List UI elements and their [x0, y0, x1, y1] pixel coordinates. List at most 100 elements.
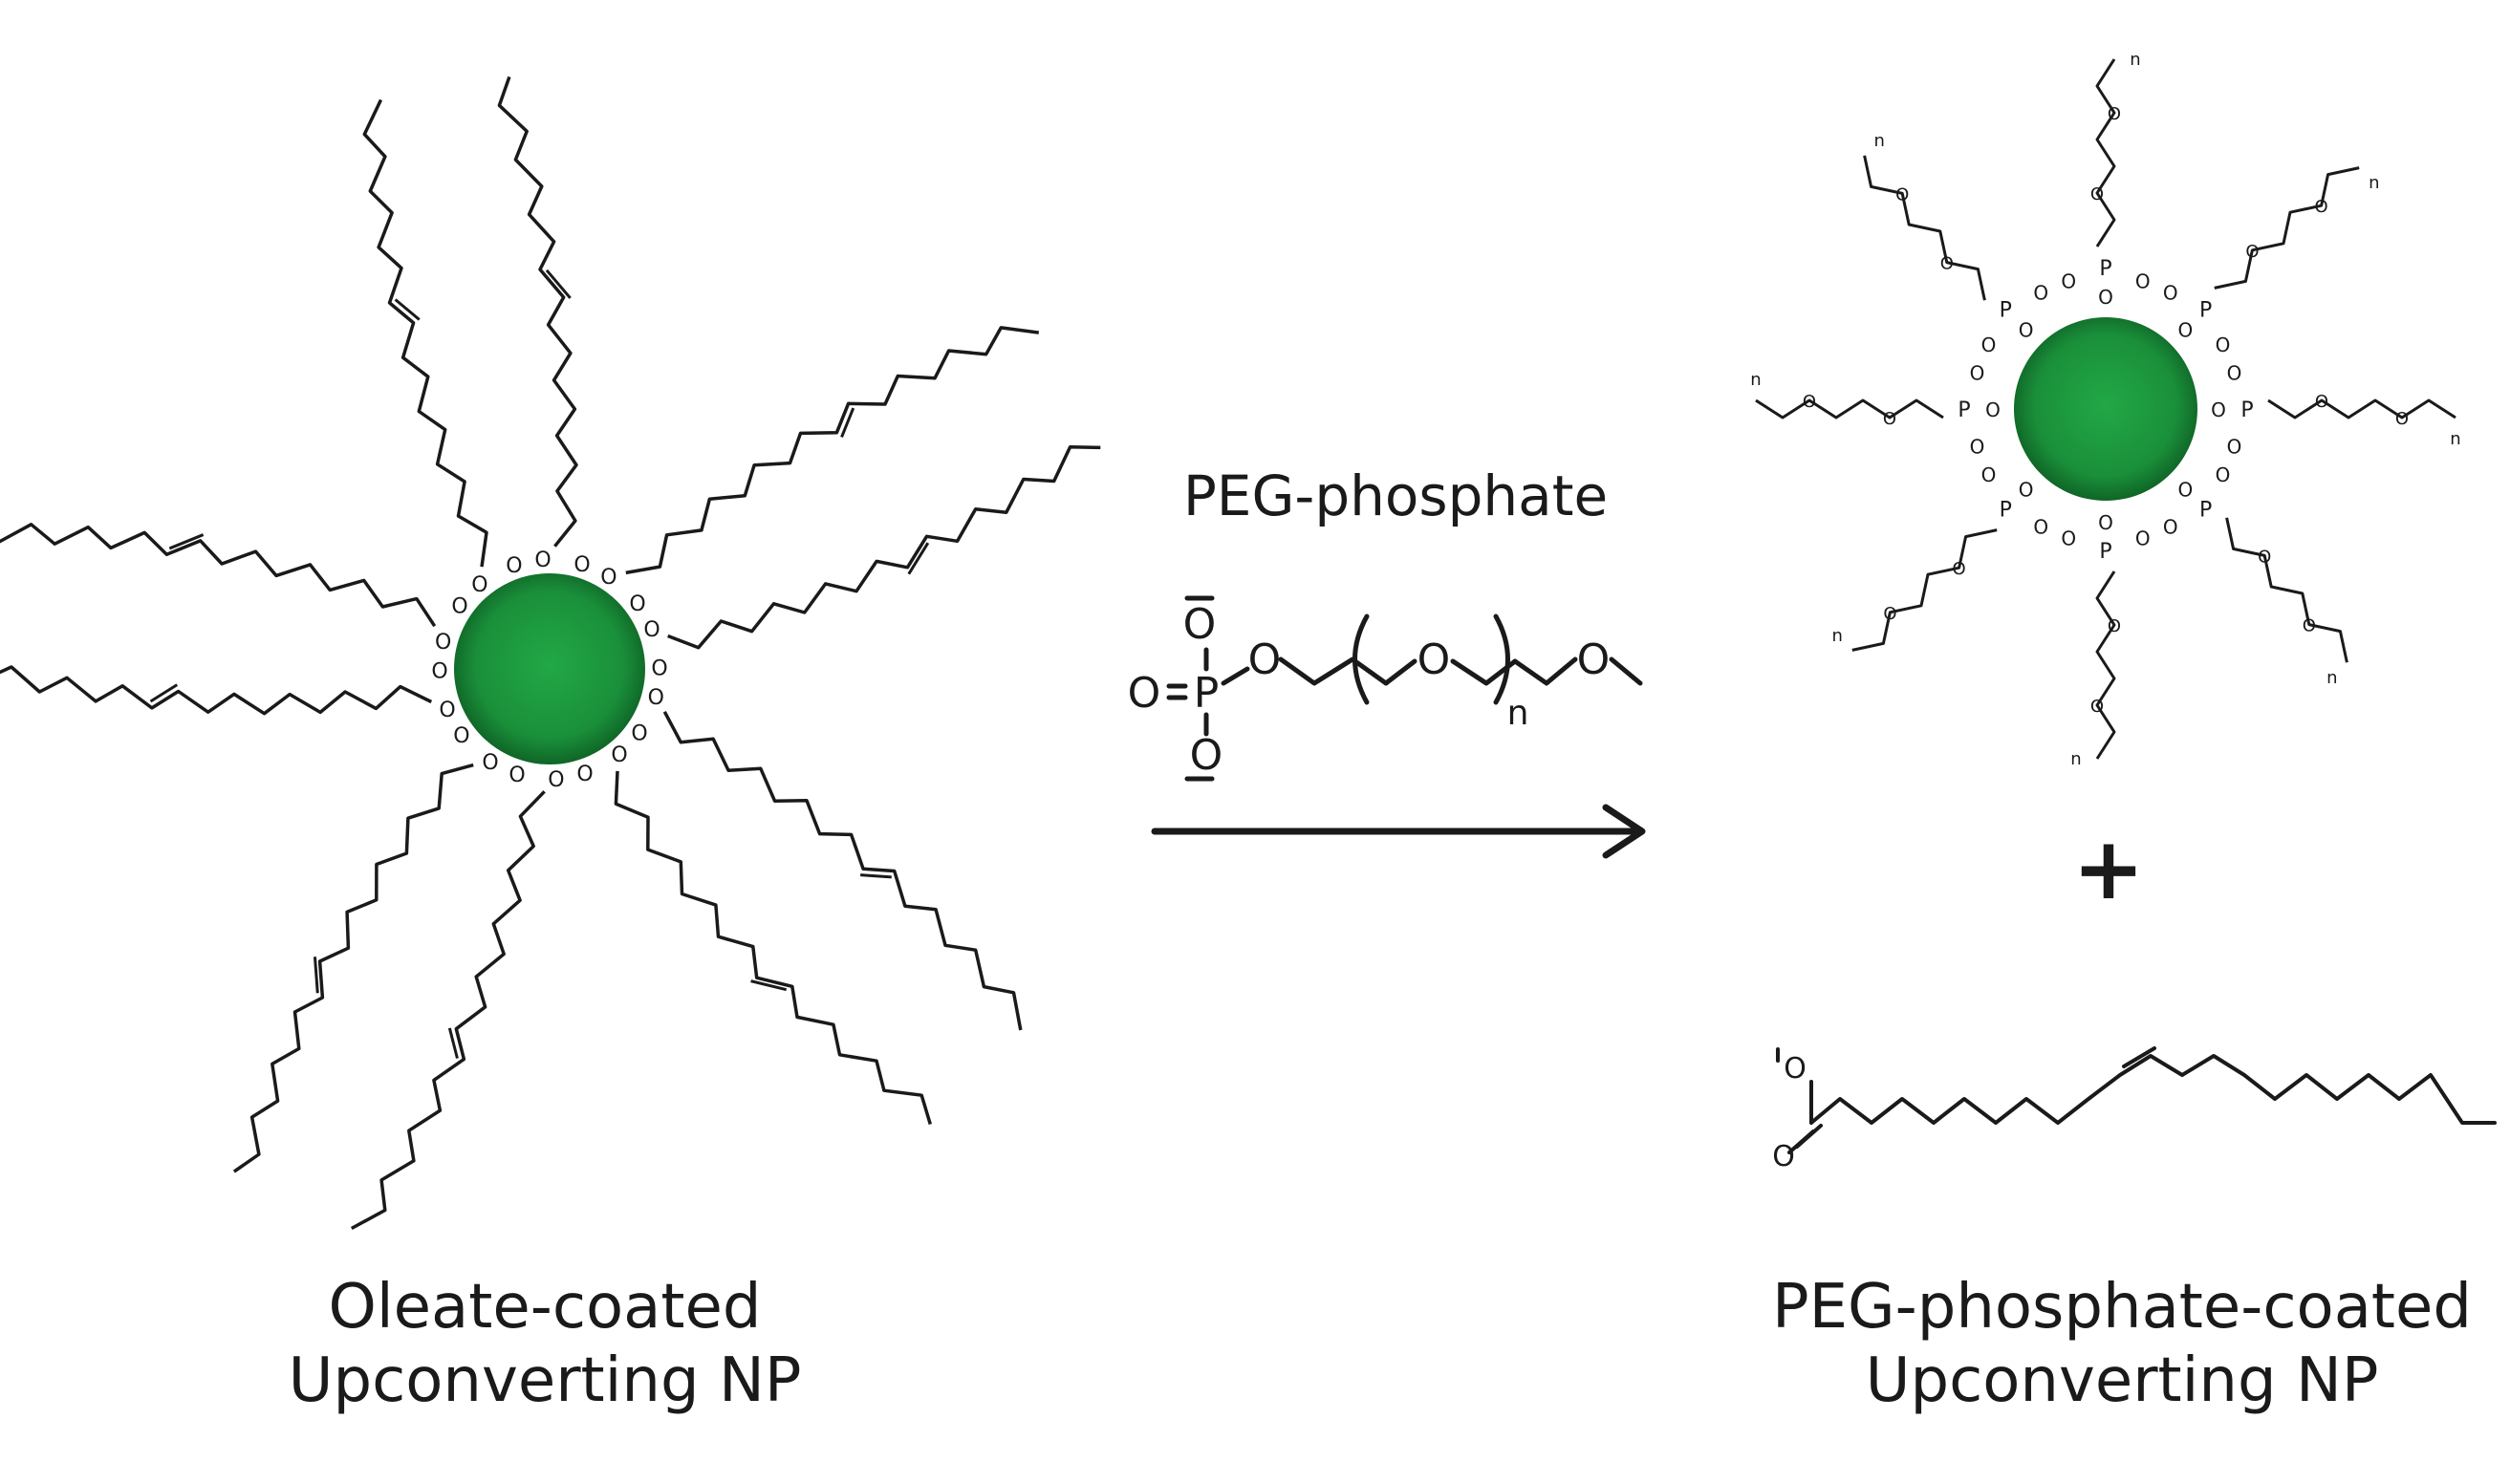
ether-oxygen: O: [2090, 697, 2104, 717]
phosphate-phosphorus: P: [2000, 499, 2012, 523]
carboxylate-oxygen: O: [534, 548, 551, 572]
carboxylate-oxygen: O: [629, 592, 645, 616]
peg-chain: [2095, 58, 2116, 247]
phosphate-oxygen: O: [2227, 361, 2242, 384]
phosphate-oxygen: O: [2163, 516, 2178, 539]
ether-oxygen: O: [2108, 104, 2121, 124]
oleate-chain: [667, 445, 1101, 650]
reagent-name: PEG-phosphate: [1182, 463, 1609, 528]
ether-oxygen: O: [2090, 184, 2104, 204]
left-caption-line2: Upconverting NP: [288, 1344, 802, 1416]
phosphate-oxygen: O: [1981, 463, 1997, 486]
repeat-index-n: n: [1507, 694, 1529, 733]
carboxylate-oxygen: O: [548, 768, 564, 792]
oleate-chain: [625, 326, 1040, 575]
oleate-chain: [362, 98, 488, 568]
repeat-index: n: [2130, 50, 2140, 70]
carboxylate-oxygen: O: [600, 566, 617, 590]
phosphate-oxygen: O: [2033, 516, 2048, 539]
ether-oxygen: O: [2315, 197, 2328, 217]
carboxylate-oxygen: O: [439, 699, 455, 722]
peg-chain: [2095, 570, 2116, 760]
repeat-index: n: [1873, 131, 1884, 151]
phosphate-oxygen: O: [2178, 319, 2194, 342]
oleate-chain: [497, 75, 578, 548]
carboxylate-oxygen: O: [471, 573, 487, 597]
carboxylate-oxygen: O: [453, 724, 469, 748]
oleate-chain: [232, 763, 474, 1173]
carboxylate-oxygen: O: [508, 764, 525, 787]
carboxylate-oxygen: O: [643, 618, 660, 642]
cis-double-bond: [447, 1027, 459, 1059]
oleate-chain: [0, 523, 437, 628]
phosphate-phosphorus: P: [2099, 257, 2111, 281]
phosphate-oxygen: O: [2061, 270, 2076, 293]
phosphate-oxygen: O: [2098, 286, 2113, 309]
atom-o-methoxy: O: [1577, 635, 1611, 684]
right-caption: PEG-phosphate-coated Upconverting NP: [1749, 1271, 2495, 1418]
ether-oxygen: O: [1883, 604, 1896, 624]
phosphate-oxygen: O: [2019, 478, 2034, 501]
oleate-chain: [614, 770, 932, 1126]
repeat-index: n: [2326, 668, 2337, 688]
phosphate-oxygen: O: [2135, 527, 2151, 550]
phosphate-oxygen: O: [1981, 333, 1997, 356]
ether-oxygen: O: [1803, 392, 1816, 412]
byproduct-o-bottom: O: [1772, 1140, 1795, 1173]
ether-oxygen: O: [1953, 559, 1966, 579]
carboxylate-oxygen: O: [651, 656, 667, 680]
peg-chain: [2225, 517, 2348, 663]
peg-chain: [1755, 398, 1944, 419]
cis-double-bond: [860, 873, 892, 879]
phosphate-oxygen: O: [1985, 398, 2001, 421]
ether-oxygen: O: [2303, 616, 2316, 636]
peg-chain: [2267, 398, 2456, 419]
plus-sign: +: [2072, 819, 2144, 919]
phosphate-oxygen: O: [2216, 333, 2231, 356]
carboxylate-oxygen: O: [611, 743, 627, 767]
cis-double-bond: [168, 533, 205, 550]
atom-o-ester: O: [1248, 635, 1282, 684]
left-nanoparticle-core: [454, 573, 645, 764]
oleate-chain: [662, 710, 1023, 1031]
carboxylate-oxygen: O: [576, 763, 593, 786]
phosphate-oxygen: O: [1970, 436, 1985, 459]
ether-oxygen: O: [2315, 392, 2328, 412]
phosphate-oxygen: O: [2178, 478, 2194, 501]
oleate-chain: [350, 790, 546, 1231]
peg-chain: [2214, 166, 2360, 290]
carboxylate-oxygen: O: [631, 721, 647, 745]
cis-double-bond: [545, 269, 572, 299]
left-caption-line1: Oleate-coated: [328, 1272, 762, 1343]
phosphate-phosphorus: P: [1958, 398, 1970, 422]
carboxylate-oxygen: O: [451, 595, 467, 619]
repeat-index: n: [1831, 626, 1842, 646]
atom-o-top: O: [1183, 600, 1217, 649]
phosphate-oxygen: O: [2227, 436, 2242, 459]
phosphate-oxygen: O: [2211, 398, 2226, 421]
phosphate-oxygen: O: [1970, 361, 1985, 384]
carboxylate-oxygen: O: [431, 660, 447, 684]
phosphate-phosphorus: P: [2199, 298, 2212, 322]
peg-phosphate-structure: [1151, 595, 1646, 859]
carboxylate-oxygen: O: [435, 631, 451, 655]
phosphate-phosphorus: P: [2099, 540, 2111, 564]
cis-double-bond: [840, 407, 855, 439]
repeat-index: n: [2369, 173, 2379, 193]
right-caption-line1: PEG-phosphate-coated: [1771, 1272, 2473, 1343]
peg-chain: [1851, 528, 1998, 652]
free-oleate-chain: [1809, 1054, 2497, 1125]
free-oleate-byproduct: [1776, 1046, 2497, 1154]
cis-double-bond: [394, 298, 421, 321]
ether-oxygen: O: [1895, 184, 1909, 204]
atom-o-bottom: O: [1190, 731, 1223, 780]
peg-phosphate-atom-labels: O O P O O O O n: [1128, 600, 1611, 780]
phosphate-oxygen: O: [2216, 463, 2231, 486]
carboxylate-oxygen: O: [482, 751, 498, 775]
ether-oxygen: O: [2108, 616, 2121, 636]
right-nanoparticle-core: [2014, 317, 2197, 501]
carboxylate-oxygen: O: [573, 553, 590, 577]
phosphate-oxygen: O: [2098, 511, 2113, 534]
